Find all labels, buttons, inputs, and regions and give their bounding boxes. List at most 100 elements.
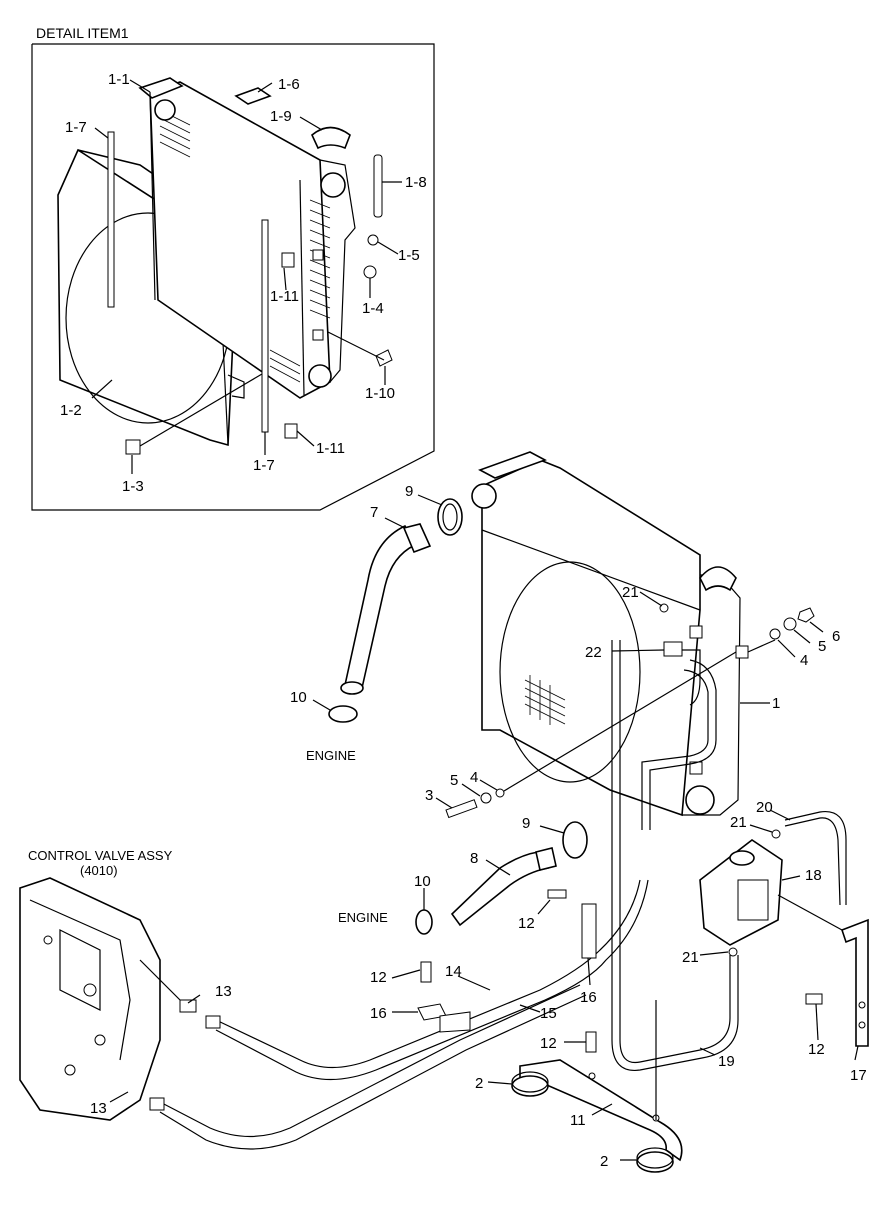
callout-1-4: 1-4 [362, 300, 384, 317]
callout-1-6: 1-6 [278, 76, 300, 93]
clamp-21b [771, 829, 781, 839]
callout-21-top: 21 [622, 584, 639, 601]
clip-1-10 [375, 349, 393, 367]
callout-12-d: 12 [808, 1041, 825, 1058]
callout-2-top: 2 [475, 1075, 483, 1092]
callout-1-11-top: 1-11 [270, 288, 299, 305]
hose-clamp-9b [562, 821, 588, 859]
detail-item1-panel: DETAIL ITEM1 [31, 25, 435, 511]
callout-10-top: 10 [290, 689, 307, 706]
callout-17: 17 [850, 1067, 867, 1084]
rubber-mount-2a [511, 1071, 549, 1097]
callout-20: 20 [756, 799, 773, 816]
callout-1-9: 1-9 [270, 108, 292, 125]
callout-1-11-bottom: 1-11 [316, 440, 345, 457]
control-valve-code: (4010) [80, 863, 118, 878]
plug-1-11a [281, 252, 295, 268]
callout-1-8: 1-8 [405, 174, 427, 191]
hose-clamp-9a [437, 498, 463, 536]
fitting-end-upper [205, 1015, 221, 1029]
washer-4a [769, 628, 781, 640]
callout-5-right: 5 [818, 638, 826, 655]
callout-6: 6 [832, 628, 840, 645]
callout-15: 15 [540, 1005, 557, 1022]
callout-13-bottom: 13 [90, 1100, 107, 1117]
hose-clamp-10b [415, 909, 433, 935]
clamp-16a [581, 903, 597, 959]
callout-9-top: 9 [405, 483, 413, 500]
seal-strip-1-7b [261, 219, 269, 433]
callout-1-1: 1-1 [108, 71, 130, 88]
connector-13a [179, 999, 197, 1013]
radiator-assembly-1 [471, 451, 741, 817]
control-valve-label: CONTROL VALVE ASSY (4010) [28, 848, 173, 878]
reservoir-tank-18 [699, 839, 783, 946]
bolt-1-3 [125, 439, 141, 455]
inlet-pipe [154, 99, 176, 121]
callout-4-right: 4 [800, 652, 808, 669]
bolt-12b [420, 961, 432, 983]
bracket-17 [840, 918, 869, 1047]
fitting-22 [663, 641, 683, 657]
callout-7: 7 [370, 504, 378, 521]
rod-1-8 [373, 154, 383, 218]
stud [735, 645, 749, 659]
bolt-12a [547, 889, 567, 899]
washer-4b [495, 788, 505, 798]
callout-1-5: 1-5 [398, 247, 420, 264]
nut-1-5 [367, 234, 379, 246]
detail-callout-labels: 1-1 1-6 1-9 1-7 1-8 1-5 1-11 1-4 1-2 1-1… [60, 71, 427, 495]
callout-22: 22 [585, 644, 602, 661]
callout-1-3: 1-3 [122, 478, 144, 495]
callout-21-mid: 21 [730, 814, 747, 831]
engine-label-lower: ENGINE [338, 910, 388, 925]
overflow-hose-20 [784, 817, 841, 906]
detail-title: DETAIL ITEM1 [36, 25, 129, 41]
plug-1-11b [284, 423, 298, 439]
washer-5b [480, 792, 492, 804]
callout-2-bottom: 2 [600, 1153, 608, 1170]
control-valve-title: CONTROL VALVE ASSY [28, 848, 173, 863]
upper-inlet [471, 483, 497, 509]
callout-12-b: 12 [370, 969, 387, 986]
clamp-21c [728, 947, 738, 957]
hose-clamp-10a [328, 705, 358, 723]
detail-border [31, 43, 435, 511]
callout-11: 11 [570, 1112, 586, 1129]
callout-14: 14 [445, 963, 462, 980]
callout-5-left: 5 [450, 772, 458, 789]
bolt-12d [805, 993, 823, 1005]
callout-12-a: 12 [518, 915, 535, 932]
callout-4-left: 4 [470, 769, 478, 786]
fitting-end-lower [149, 1097, 165, 1111]
main-callout-labels: 9 7 21 6 5 4 22 1 10 4 5 3 20 21 9 8 18 … [90, 483, 867, 1170]
callout-3: 3 [425, 787, 433, 804]
callout-12-c: 12 [540, 1035, 557, 1052]
callout-1-7-bottom: 1-7 [253, 457, 275, 474]
control-valve-assy [19, 877, 181, 1121]
callout-19: 19 [718, 1053, 735, 1070]
nut-6 [797, 607, 815, 623]
callout-13-top: 13 [215, 983, 232, 1000]
callout-8: 8 [470, 850, 478, 867]
engine-label-upper: ENGINE [306, 748, 356, 763]
lower-hose-8 [450, 847, 557, 927]
callout-10-bottom: 10 [414, 873, 431, 890]
radiator-cap-1-9 [311, 126, 351, 150]
callout-9-bottom: 9 [522, 815, 530, 832]
callout-1: 1 [772, 695, 780, 712]
main-radiator-cap [699, 566, 737, 592]
label-plate-1-6 [234, 87, 272, 105]
upper-hose-7 [340, 523, 432, 695]
washer-5a [783, 617, 797, 631]
callout-16-left: 16 [370, 1005, 387, 1022]
seal-strip-1-7a [107, 131, 115, 308]
washer-1-4 [363, 265, 377, 279]
filler-neck [320, 172, 346, 198]
bolt-3 [445, 799, 478, 819]
callout-1-10: 1-10 [365, 385, 395, 402]
lower-outlet [685, 785, 715, 815]
callout-18: 18 [805, 867, 822, 884]
engine-labels: ENGINE ENGINE [306, 748, 388, 925]
